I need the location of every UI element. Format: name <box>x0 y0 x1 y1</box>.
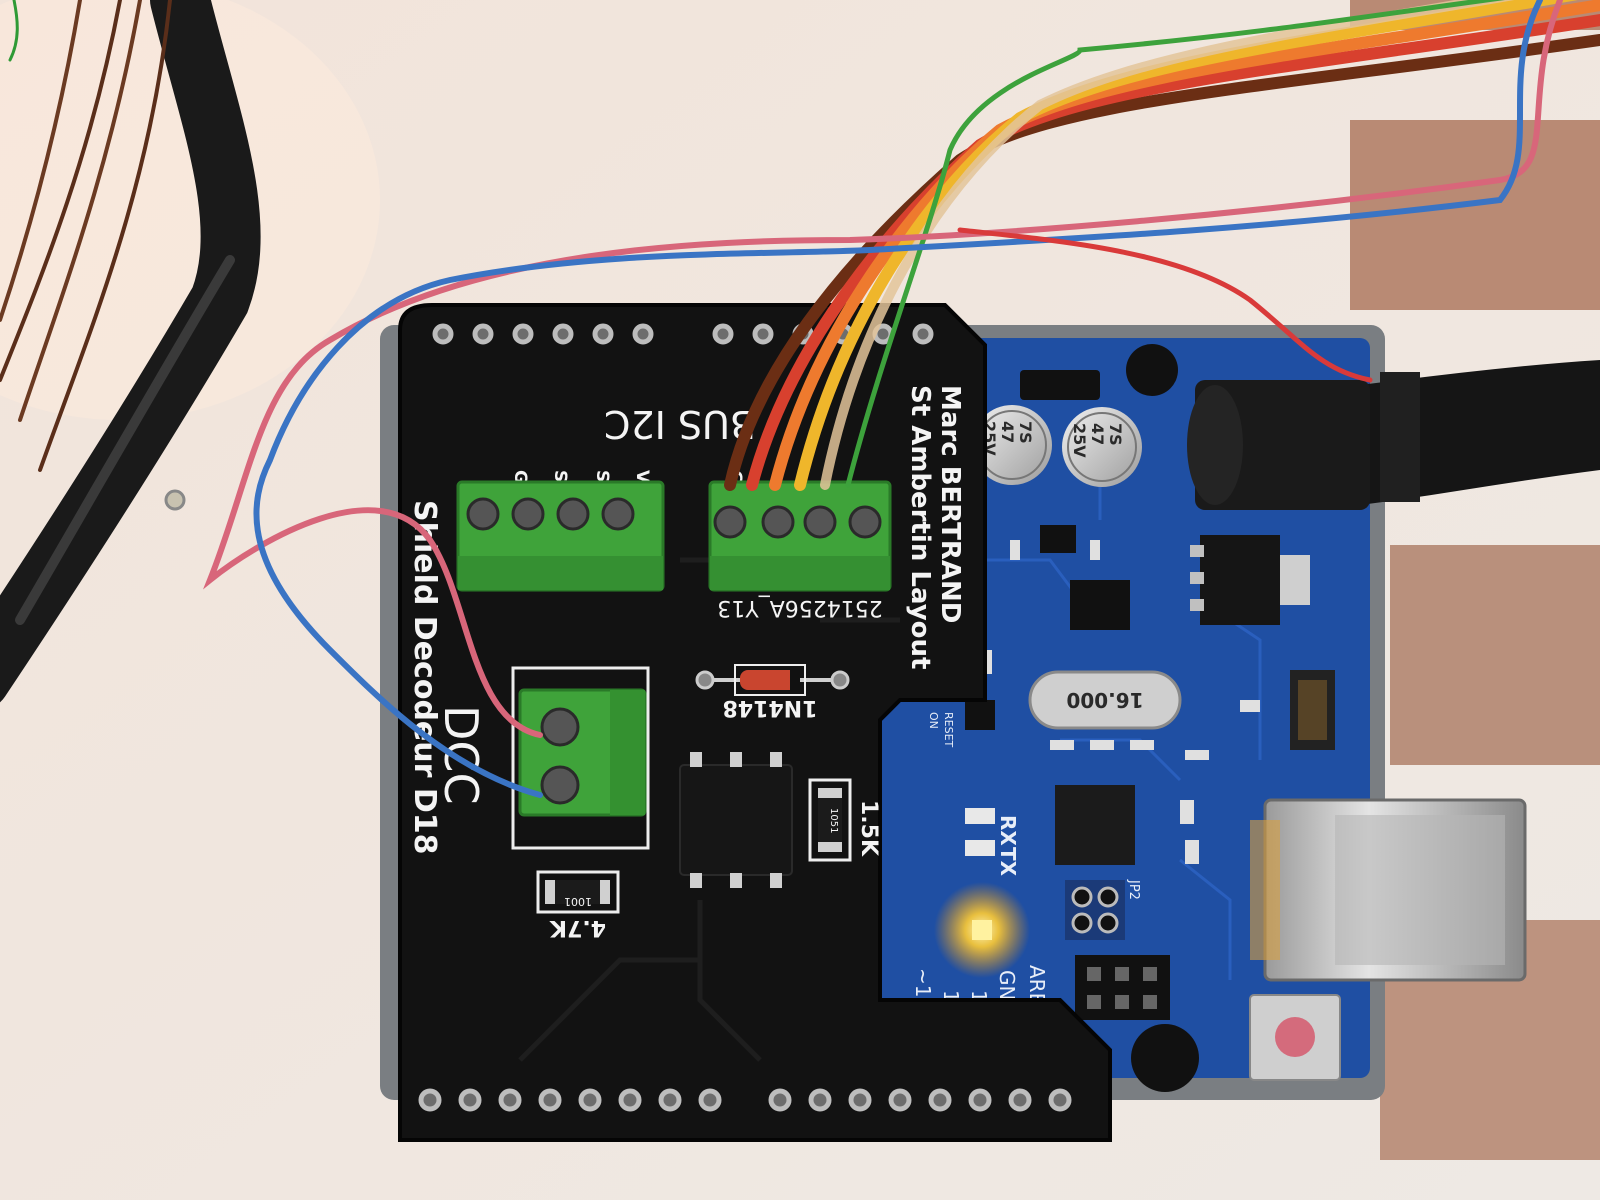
svg-text:1051: 1051 <box>828 808 839 833</box>
voltage-regulator-small <box>1020 370 1100 400</box>
i2c-terminal-block-right <box>708 480 892 592</box>
svg-text:JP2: JP2 <box>1126 879 1141 900</box>
pin13-led <box>934 882 1030 978</box>
svg-text:16.000: 16.000 <box>1066 688 1143 712</box>
wall-screw <box>164 489 186 511</box>
small-ic-opamp <box>1070 580 1130 630</box>
dc-power-jack <box>1187 360 1600 510</box>
optocoupler-ic <box>679 752 793 888</box>
reset-button <box>1249 994 1341 1081</box>
part-code: 2514256A_Y13 <box>717 595 882 620</box>
svg-text:RESET: RESET <box>942 712 955 748</box>
svg-text:7S: 7S <box>1106 423 1125 446</box>
svg-text:ON: ON <box>927 712 940 729</box>
twisted-pair-wire <box>202 0 1563 798</box>
author-layout: St Ambertin Layout <box>905 385 935 669</box>
bus-i2c-title: BUS I2C <box>604 402 756 446</box>
ribbon-cable <box>724 0 1600 491</box>
shield-bottom-header <box>418 1088 1072 1112</box>
svg-text:RX: RX <box>996 815 1020 846</box>
svg-text:4.7K: 4.7K <box>549 915 606 940</box>
voltage-regulator <box>1190 535 1310 625</box>
smd-components <box>980 540 1260 864</box>
svg-text:TX: TX <box>996 847 1020 877</box>
reset-jumper: RESET ON <box>927 700 995 748</box>
dcc-title: DCC <box>434 705 488 805</box>
svg-text:47: 47 <box>998 421 1017 443</box>
resistor-4-7k: 1001 4.7K <box>536 870 620 940</box>
usb-chip <box>1055 785 1135 865</box>
resistor-1-5k: 1051 1.5K <box>808 778 881 862</box>
polyfuse <box>1126 344 1178 396</box>
usb-b-connector <box>1250 798 1527 982</box>
mounting-hole <box>1131 1024 1199 1092</box>
svg-text:7S: 7S <box>1016 421 1035 444</box>
icsp-header-jp2: JP2 <box>1065 879 1141 940</box>
svg-text:1N4148: 1N4148 <box>723 695 818 720</box>
tx-led: TX <box>965 840 1020 877</box>
icsp-header-2 <box>1075 955 1170 1020</box>
cable-bundle-left <box>0 0 261 703</box>
diode-1n4148: 1N4148 <box>695 664 850 720</box>
rx-led: RX <box>965 808 1020 846</box>
capacitor-2: 7S 47 25V <box>1062 407 1142 487</box>
i2c-terminal-block-left <box>456 480 665 592</box>
author-name: Marc BERTRAND <box>935 385 965 623</box>
crystal-oscillator: 16.000 <box>1028 670 1182 730</box>
svg-text:47: 47 <box>1088 423 1107 445</box>
transistor <box>1040 525 1076 553</box>
dcc-terminal-block <box>511 666 650 850</box>
svg-text:1.5K: 1.5K <box>856 800 881 857</box>
shield-decoder-label: Shield Decodeur D18 <box>407 500 442 855</box>
svg-text:25V: 25V <box>1070 423 1089 458</box>
svg-text:1001: 1001 <box>564 895 592 908</box>
